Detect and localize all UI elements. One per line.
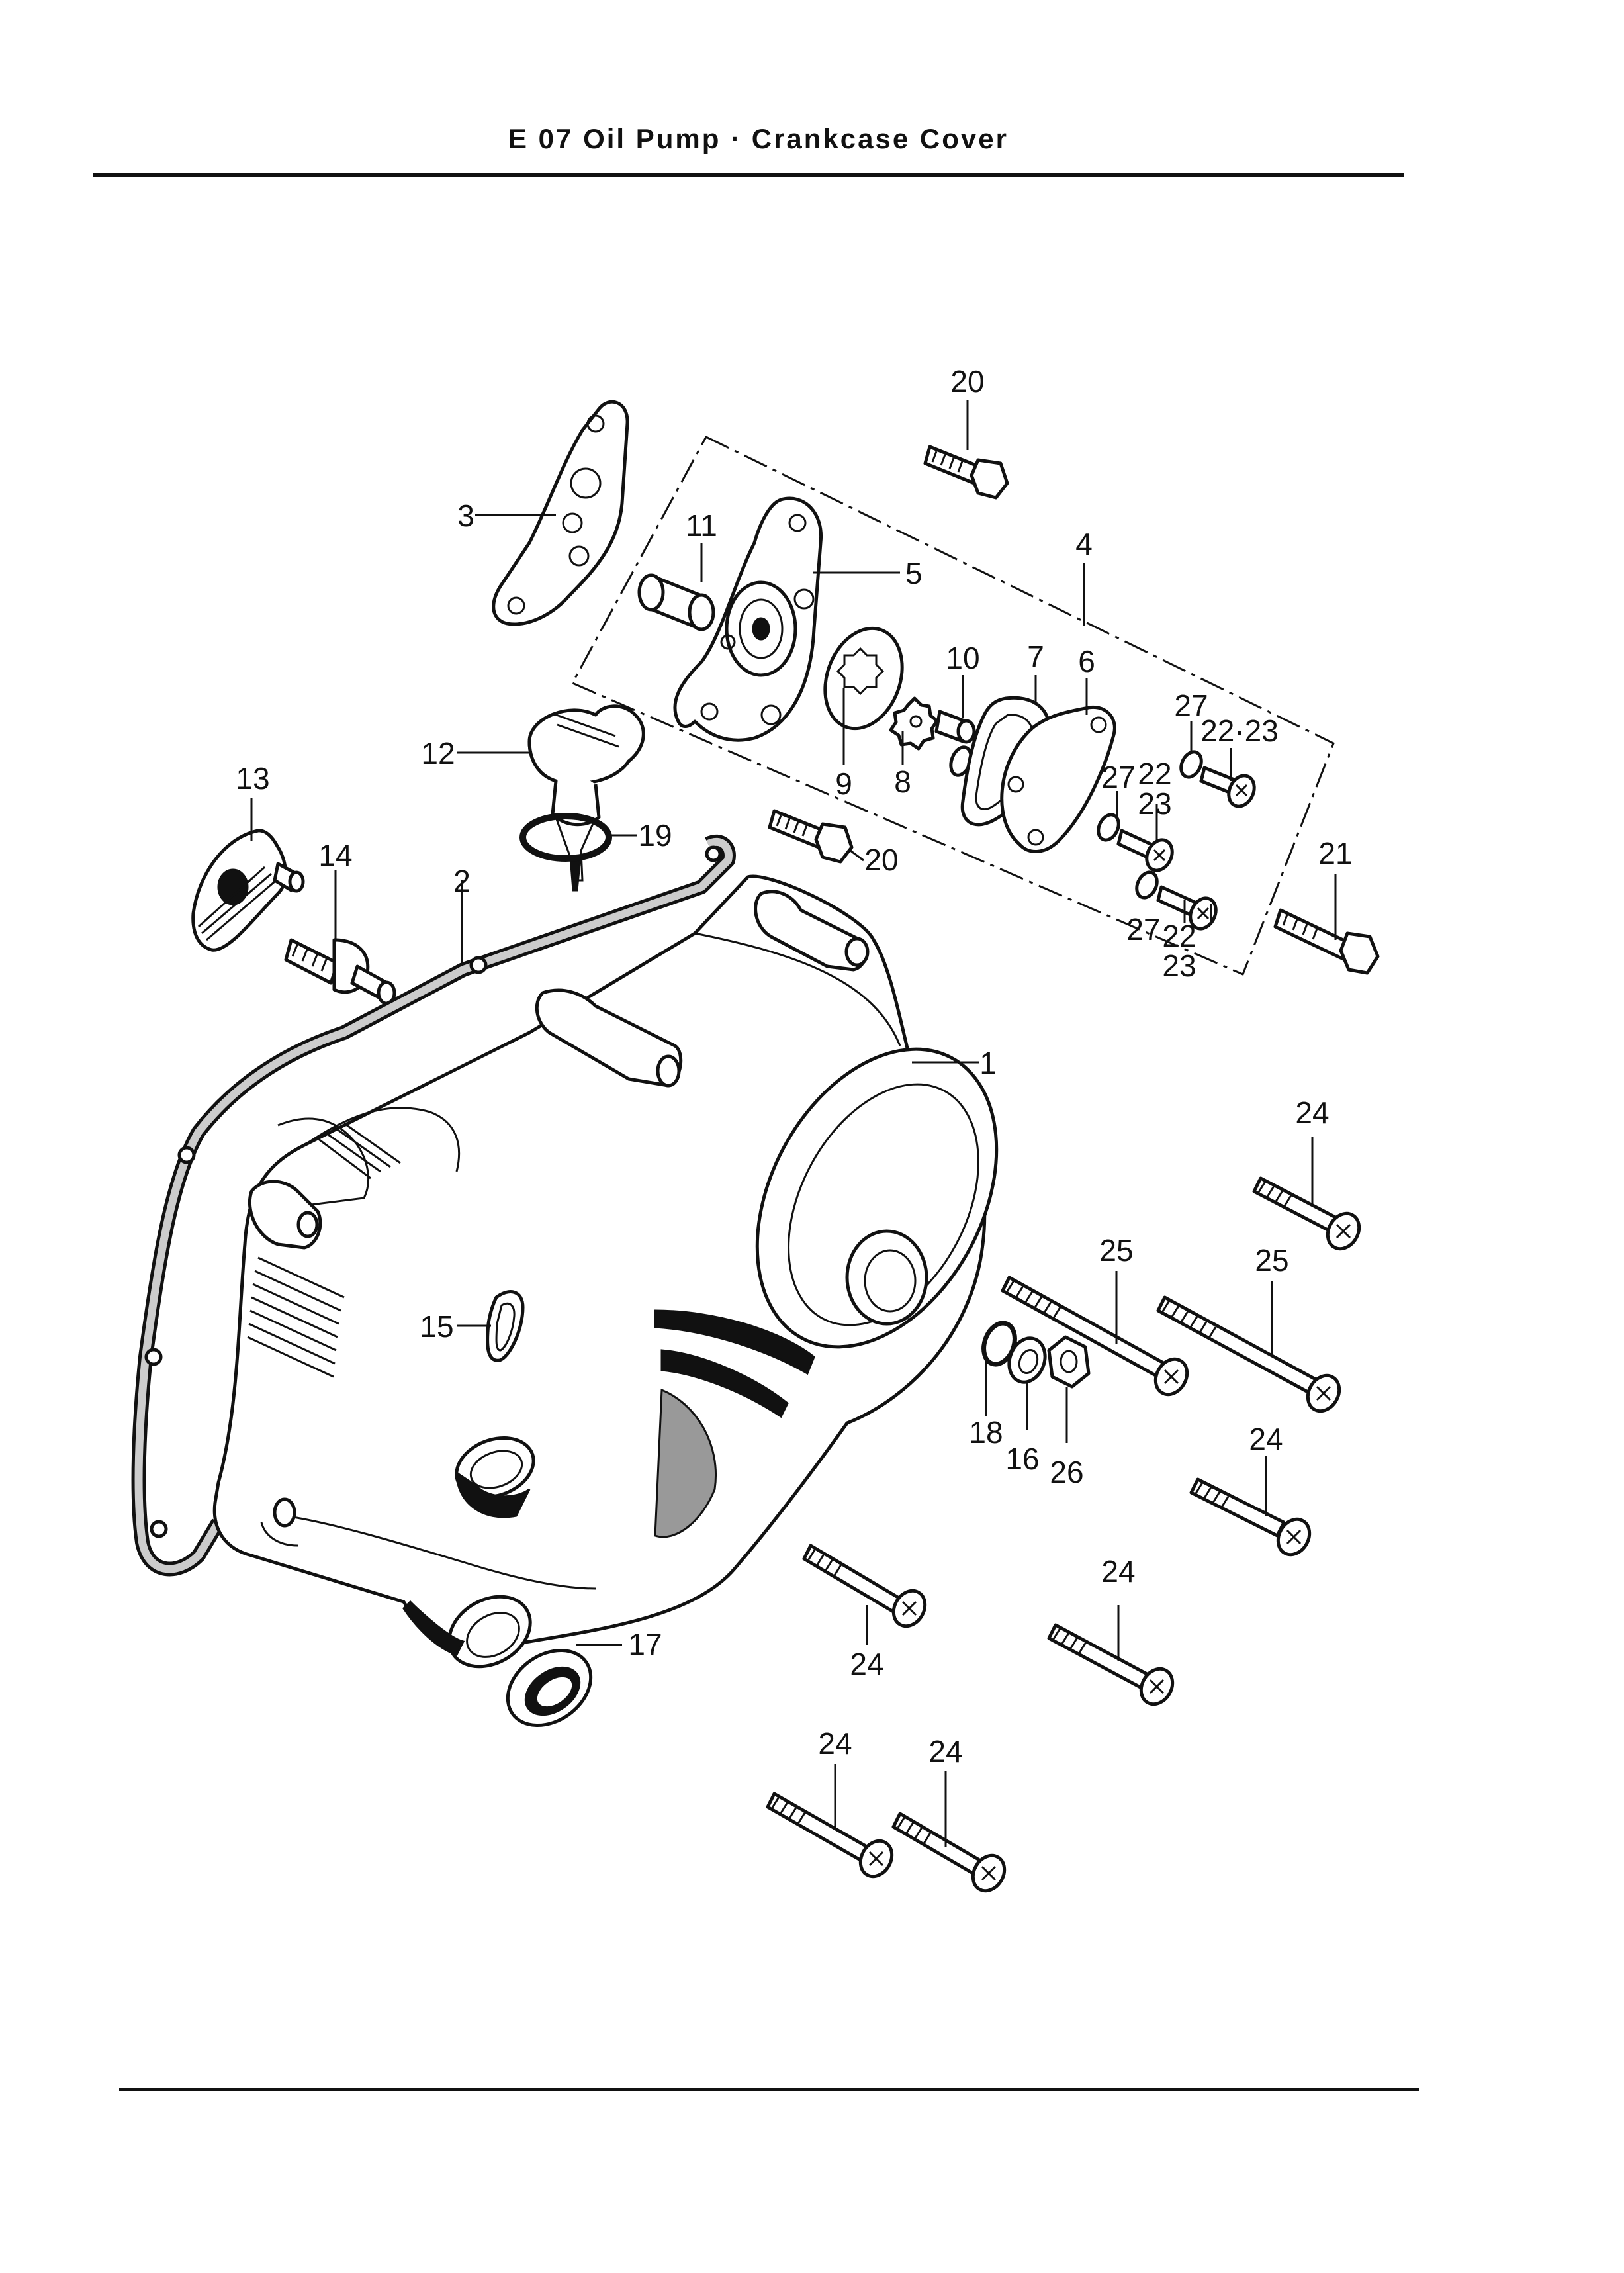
callout-5: 5	[905, 556, 923, 590]
part-27-washer-c	[1135, 870, 1159, 900]
callout-13: 13	[236, 761, 269, 796]
part-11-dowel	[637, 573, 715, 631]
part-10-pump-pin	[934, 710, 976, 777]
callout-23: 23	[1162, 949, 1196, 983]
callout-20: 20	[950, 364, 984, 398]
part-14-stud-bolt	[284, 938, 396, 1005]
header-rule	[93, 173, 1404, 177]
callout-24: 24	[1101, 1554, 1135, 1589]
callout-27: 27	[1126, 912, 1160, 947]
callout-3: 3	[457, 498, 474, 533]
callout-24: 24	[1249, 1422, 1283, 1456]
part-6-pump-cover	[1000, 706, 1116, 853]
part-12-oil-filler-cap	[527, 704, 645, 892]
part-24-screw-f	[891, 1812, 1007, 1893]
callout-18: 18	[969, 1415, 1003, 1450]
part-22-screw-b	[1116, 829, 1174, 872]
callout-21: 21	[1318, 836, 1352, 870]
callout-25: 25	[1099, 1233, 1133, 1268]
callout-27: 27	[1101, 760, 1135, 794]
part-25-screw-right	[1156, 1295, 1341, 1413]
part-22-screw-a	[1199, 766, 1256, 808]
part-26-nut	[1047, 1335, 1091, 1389]
part-16-washer	[1007, 1336, 1047, 1384]
part-13-plate	[191, 829, 305, 952]
part-8-inner-rotor	[889, 696, 939, 751]
part-21-hex-bolt	[1273, 908, 1380, 975]
callout-22: 22	[1138, 757, 1171, 791]
part-25-screw-left	[1001, 1276, 1189, 1397]
callout-22: 22	[1162, 919, 1196, 953]
callout-14: 14	[318, 838, 352, 872]
callout-16: 16	[1005, 1442, 1039, 1476]
callout-labels: 20 3 11 5 4 10 7 6 9 8 27 22·23 27 22 23…	[236, 364, 1352, 1769]
callout-20: 20	[864, 843, 898, 877]
part-19-o-ring	[519, 813, 612, 862]
callout-9: 9	[835, 766, 852, 801]
part-17-oil-seal	[506, 1648, 593, 1728]
oil-pump-assembly-boundary	[570, 436, 1335, 976]
part-1-crankcase-cover	[212, 874, 999, 1669]
callout-24: 24	[928, 1734, 962, 1769]
callout-12: 12	[421, 736, 455, 770]
footer-rule	[119, 2088, 1419, 2091]
callout-27: 27	[1174, 688, 1208, 723]
part-20-hex-bolt-top	[923, 445, 1009, 500]
part-2-cover-gasket	[131, 834, 736, 1577]
callout-25: 25	[1255, 1243, 1288, 1277]
callout-19: 19	[638, 818, 672, 853]
part-24-screw-e	[766, 1792, 894, 1879]
part-20-hex-bolt-mid	[768, 809, 854, 864]
part-22-screw-c	[1156, 885, 1218, 931]
callout-23: 23	[1138, 786, 1171, 821]
part-3-pump-gasket	[492, 400, 629, 626]
page-header: E 07 Oil Pump · Crankcase Cover	[0, 116, 1624, 169]
leader-lines	[250, 400, 1337, 1847]
part-24-screw-b	[1189, 1477, 1312, 1557]
part-15-oil-window	[486, 1290, 525, 1362]
callout-17: 17	[628, 1627, 662, 1661]
part-27-washer-b	[1097, 813, 1120, 842]
callout-22-23: 22·23	[1200, 714, 1279, 748]
callout-11: 11	[686, 508, 717, 543]
callout-6: 6	[1078, 644, 1095, 678]
callout-10: 10	[946, 641, 979, 675]
part-5-pump-body	[673, 496, 823, 742]
callout-24: 24	[850, 1647, 883, 1681]
callout-2: 2	[453, 864, 471, 898]
callout-8: 8	[894, 765, 911, 799]
part-27-washer-a	[1179, 750, 1203, 779]
callout-24: 24	[818, 1726, 852, 1761]
part-24-screw-d	[1047, 1623, 1175, 1706]
callout-15: 15	[420, 1309, 453, 1344]
part-24-screw-c	[802, 1544, 927, 1628]
callout-26: 26	[1050, 1455, 1083, 1489]
callout-7: 7	[1027, 639, 1044, 674]
callout-24: 24	[1295, 1095, 1329, 1130]
callout-1: 1	[979, 1046, 997, 1080]
callout-4: 4	[1075, 527, 1093, 561]
page-title: E 07 Oil Pump · Crankcase Cover	[508, 123, 1009, 154]
